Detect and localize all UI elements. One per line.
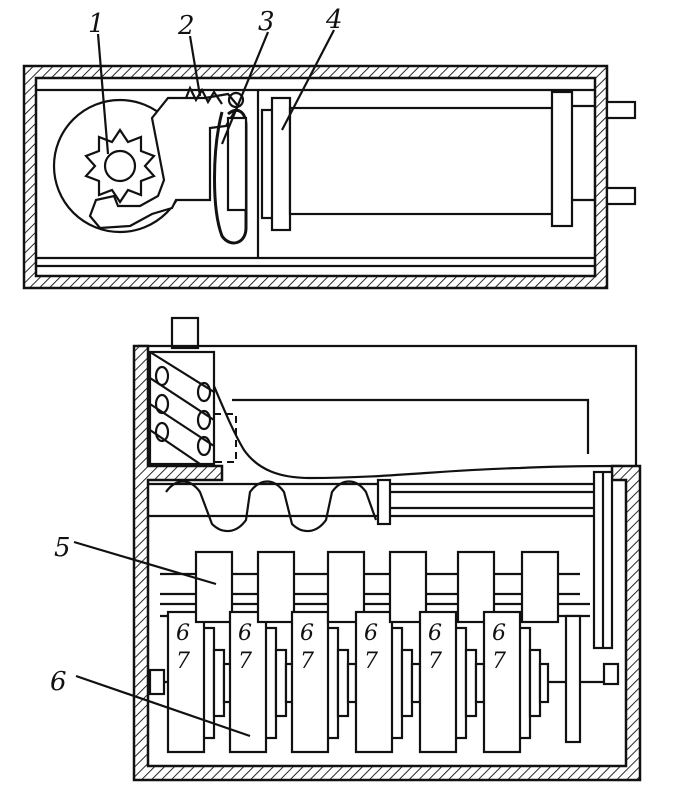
number-wheel: [166, 610, 206, 754]
wheel-spacer: [538, 662, 550, 704]
wheel-hub: [464, 648, 478, 718]
wheel-digit-lower: 7: [492, 649, 506, 674]
wheel-tab: [326, 550, 366, 624]
label-4: 4: [325, 5, 343, 35]
top-view: 1 2 3 4: [22, 5, 637, 290]
wheel-digit-lower: 7: [364, 649, 378, 674]
left-bearing: [148, 668, 166, 696]
number-wheels: 6 7 6 7 6 7 6 7 6 7 6 7: [166, 550, 582, 754]
wheel-hub: [336, 648, 350, 718]
coil-end-flange: [550, 90, 574, 228]
front-view-housing-wall: [132, 344, 642, 782]
wheel-digit-upper: 6: [238, 621, 252, 646]
wheel-digit-lower: 7: [300, 649, 314, 674]
number-wheel: [482, 610, 522, 754]
front-view: 6 7 6 7 6 7 6 7 6 7 6 7 5 6: [50, 316, 642, 782]
wheel-spacer: [474, 662, 486, 704]
top-view-housing-wall: [22, 64, 609, 290]
wheel-digit-upper: 6: [492, 621, 506, 646]
number-wheel: [290, 610, 330, 754]
wheel-digit-lower: 7: [428, 649, 442, 674]
wheel-tab: [388, 550, 428, 624]
number-wheel: [418, 610, 458, 754]
wheel-hub: [212, 648, 226, 718]
rod-collar: [376, 478, 392, 526]
drive-shaft-stub: [170, 316, 200, 350]
label-6: 6: [50, 667, 67, 697]
wheel-hub: [400, 648, 414, 718]
shaft-stub-lower: [605, 186, 637, 206]
label-2: 2: [177, 11, 195, 41]
wheel-hub: [528, 648, 542, 718]
label-1: 1: [88, 9, 105, 39]
cover-outline: [138, 344, 638, 470]
plate-left: [226, 116, 248, 212]
wheel-digit-upper: 6: [428, 621, 442, 646]
wheel-digit-lower: 7: [176, 649, 190, 674]
coil-body: [288, 106, 554, 216]
wheel-spacer: [346, 662, 358, 704]
wheel-digit-lower: 7: [238, 649, 252, 674]
label-5: 5: [54, 533, 71, 563]
wheel-tab: [456, 550, 496, 624]
coil-vertical: [148, 350, 216, 466]
wheel-hub: [274, 648, 288, 718]
wheel-digit-upper: 6: [300, 621, 314, 646]
number-wheel: [228, 610, 268, 754]
wheel-digit-upper: 6: [176, 621, 190, 646]
wheel-digit-upper: 6: [364, 621, 378, 646]
wheel-tab: [520, 550, 560, 624]
pawl-lever: [88, 92, 240, 230]
ratchet-wheel: [84, 128, 156, 204]
wheel-spacer: [410, 662, 422, 704]
label-3: 3: [258, 7, 275, 37]
shaft-stub-upper: [605, 100, 637, 120]
zigzag-spring: [184, 85, 223, 105]
number-wheel: [354, 610, 394, 754]
wheel-tab: [256, 550, 296, 624]
spring-hook: [213, 109, 248, 245]
wheel-tab: [194, 550, 234, 624]
rod-spring: [165, 480, 378, 533]
end-bracket: [564, 614, 582, 744]
